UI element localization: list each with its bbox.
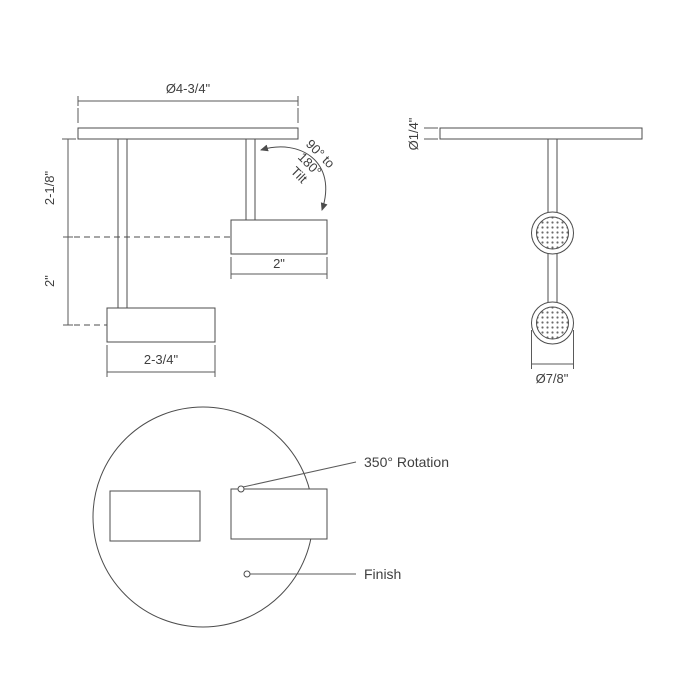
dim-drop-lower: 2" xyxy=(42,237,73,326)
front-view: Ø1/4" Ø7/8" xyxy=(406,117,643,386)
dim-drop-upper: 2-1/8" xyxy=(42,138,76,238)
side-view: Ø4-3/4" 2-1/8" 2" 90° xyxy=(42,81,338,377)
dim-canopy-thickness: Ø1/4" xyxy=(406,117,438,150)
left-light-head xyxy=(106,307,216,343)
finish-callout: Finish xyxy=(243,566,401,582)
bottom-view: 350° Rotation Finish xyxy=(92,406,449,628)
left-stem xyxy=(117,138,128,309)
dim-drop-upper-label: 2-1/8" xyxy=(42,170,57,205)
tilt-note: 90° to 180° Tilt xyxy=(288,136,338,186)
canopy-bar-front xyxy=(439,127,643,140)
tilt-arc-arrow xyxy=(260,144,328,211)
dim-canopy-thickness-label: Ø1/4" xyxy=(406,117,421,150)
left-head-bottom xyxy=(109,490,201,542)
dim-drop-lower-label: 2" xyxy=(42,275,57,287)
rotation-leader-line xyxy=(242,461,357,488)
right-head-bottom xyxy=(230,488,328,540)
dim-right-head-label: 2" xyxy=(273,256,285,271)
dim-head-diameter-label: Ø7/8" xyxy=(536,371,569,386)
dim-left-head: 2-3/4" xyxy=(106,345,216,377)
dim-canopy-width-label: Ø4-3/4" xyxy=(166,81,211,96)
canopy-bar-side xyxy=(77,127,299,140)
dim-head-diameter: Ø7/8" xyxy=(531,330,574,386)
rotation-leader-dot xyxy=(237,485,245,493)
lower-light-circle xyxy=(531,301,574,345)
rotation-note-label: 350° Rotation xyxy=(364,454,449,470)
right-light-head xyxy=(230,219,328,255)
dim-right-head: 2" xyxy=(230,256,328,279)
finish-note-label: Finish xyxy=(364,566,401,582)
right-stem xyxy=(245,138,256,221)
finish-leader-dot xyxy=(243,570,251,578)
rotation-callout: 350° Rotation xyxy=(237,454,449,493)
dim-left-head-label: 2-3/4" xyxy=(144,352,179,367)
dim-canopy-width: Ø4-3/4" xyxy=(77,81,299,123)
upper-light-circle xyxy=(531,211,574,255)
